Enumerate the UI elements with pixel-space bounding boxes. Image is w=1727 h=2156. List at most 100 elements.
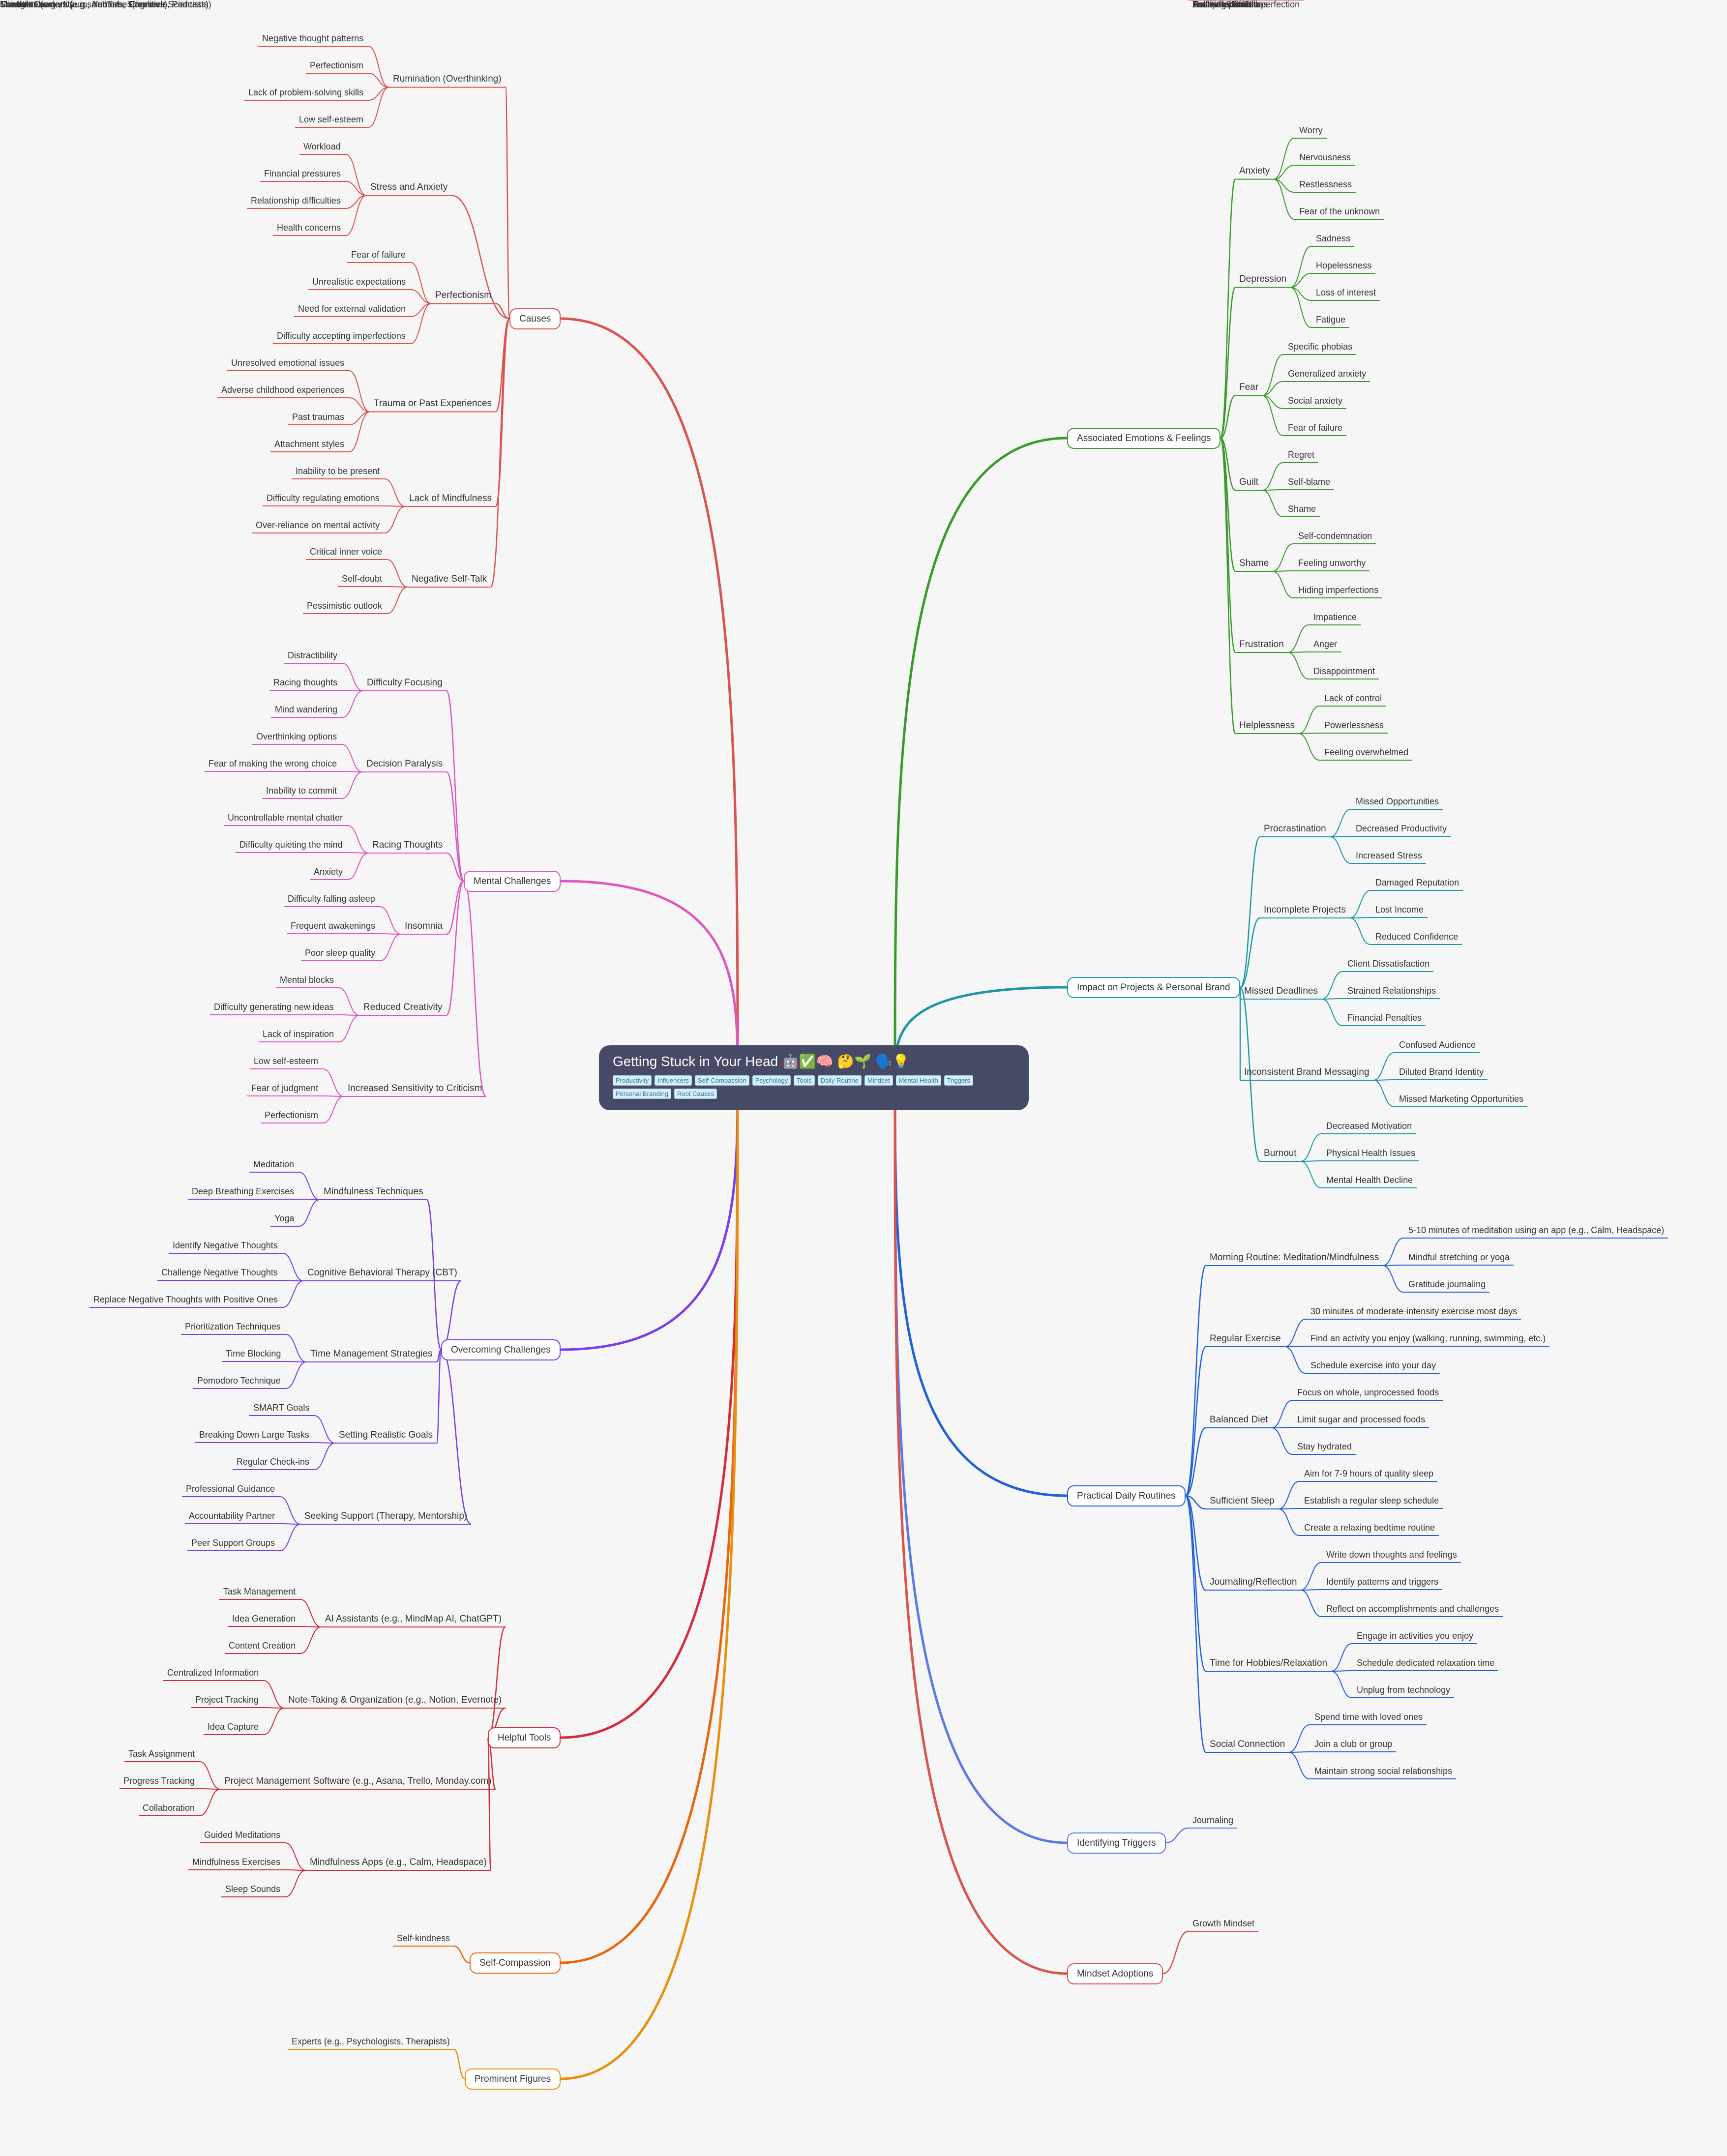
- leaf-item[interactable]: Challenge Negative Thoughts: [161, 1268, 278, 1277]
- leaf-item[interactable]: Lack of problem-solving skills: [248, 88, 364, 97]
- leaf-item[interactable]: Feeling unworthy: [1298, 558, 1366, 568]
- leaf-item[interactable]: Distractibility: [288, 650, 338, 660]
- leaf-item[interactable]: Accountability Partner: [189, 1511, 275, 1521]
- leaf-item[interactable]: Critical inner voice: [310, 547, 383, 557]
- leaf-item[interactable]: Time Blocking: [226, 1349, 281, 1359]
- leaf-item[interactable]: Social anxiety: [1288, 396, 1343, 406]
- topic-fear[interactable]: Fear: [1239, 382, 1259, 392]
- leaf-item[interactable]: Financial pressures: [264, 169, 341, 178]
- leaf-item[interactable]: Spend time with loved ones: [1314, 1712, 1423, 1722]
- leaf-item[interactable]: Reflect on accomplishments and challenge…: [1326, 1604, 1499, 1614]
- topic-burnout[interactable]: Burnout: [1264, 1148, 1297, 1158]
- leaf-item[interactable]: Gratitude Practice: [1192, 0, 1264, 9]
- leaf-item[interactable]: Anxiety: [314, 867, 343, 877]
- leaf-item[interactable]: Reduced Confidence: [1375, 932, 1459, 942]
- topic-project-management-software-e-g-asana-trello-monday-com-[interactable]: Project Management Software (e.g., Asana…: [224, 1775, 492, 1786]
- leaf-item[interactable]: Deep Breathing Exercises: [192, 1186, 295, 1196]
- leaf-item[interactable]: Centralized Information: [167, 1668, 259, 1678]
- leaf-item[interactable]: Unrealistic expectations: [312, 277, 406, 287]
- leaf-item[interactable]: Mind wandering: [275, 705, 338, 714]
- topic-difficulty-focusing[interactable]: Difficulty Focusing: [367, 677, 443, 688]
- leaf-item[interactable]: Growth Mindset: [1192, 1919, 1255, 1928]
- topic-time-for-hobbies-relaxation[interactable]: Time for Hobbies/Relaxation: [1210, 1657, 1328, 1668]
- topic-mindfulness-techniques[interactable]: Mindfulness Techniques: [324, 1186, 423, 1197]
- topic-helplessness[interactable]: Helplessness: [1239, 720, 1295, 731]
- topic-frustration[interactable]: Frustration: [1239, 639, 1284, 650]
- leaf-item[interactable]: Decreased Productivity: [1356, 824, 1447, 833]
- topic-social-connection[interactable]: Social Connection: [1210, 1739, 1285, 1749]
- root-tag[interactable]: Daily Routine: [817, 1075, 862, 1086]
- topic-morning-routine-meditation-mindfulness[interactable]: Morning Routine: Meditation/Mindfulness: [1210, 1252, 1379, 1263]
- leaf-item[interactable]: Missed Opportunities: [1356, 797, 1439, 806]
- leaf-item[interactable]: Relationship difficulties: [251, 196, 341, 206]
- leaf-item[interactable]: Lost Income: [1375, 905, 1424, 915]
- leaf-item[interactable]: Common humanity: [0, 0, 75, 9]
- leaf-item[interactable]: Frequent awakenings: [291, 921, 376, 931]
- leaf-item[interactable]: Negative thought patterns: [262, 33, 364, 43]
- topic-incomplete-projects[interactable]: Incomplete Projects: [1264, 904, 1346, 915]
- leaf-item[interactable]: Feeling overwhelmed: [1324, 747, 1409, 757]
- leaf-item[interactable]: Collaboration: [143, 1803, 195, 1813]
- leaf-item[interactable]: Worry: [1299, 125, 1323, 135]
- leaf-item[interactable]: Maintain strong social relationships: [1314, 1766, 1453, 1776]
- topic-setting-realistic-goals[interactable]: Setting Realistic Goals: [339, 1429, 433, 1440]
- leaf-item[interactable]: Client Dissatisfaction: [1347, 959, 1430, 969]
- leaf-item[interactable]: Low self-esteem: [299, 115, 364, 124]
- topic-shame[interactable]: Shame: [1239, 558, 1269, 568]
- leaf-item[interactable]: Replace Negative Thoughts with Positive …: [93, 1295, 278, 1304]
- leaf-item[interactable]: Inability to commit: [266, 786, 337, 796]
- leaf-item[interactable]: Strained Relationships: [1347, 986, 1436, 996]
- root-tag[interactable]: Mindset: [864, 1075, 893, 1086]
- root-tag[interactable]: Psychology: [752, 1075, 791, 1086]
- branch-mindset-adoptions[interactable]: Mindset Adoptions: [1067, 1963, 1163, 1984]
- leaf-item[interactable]: Shame: [1288, 504, 1316, 514]
- leaf-item[interactable]: Decreased Motivation: [1326, 1121, 1412, 1131]
- leaf-item[interactable]: Adverse childhood experiences: [221, 385, 345, 395]
- leaf-item[interactable]: Guided Meditations: [204, 1830, 281, 1840]
- leaf-item[interactable]: Peer Support Groups: [191, 1538, 275, 1548]
- topic-depression[interactable]: Depression: [1239, 274, 1287, 284]
- leaf-item[interactable]: Perfectionism: [265, 1110, 319, 1120]
- leaf-item[interactable]: Acceptance of Imperfection: [1192, 0, 1300, 9]
- leaf-item[interactable]: Low self-esteem: [254, 1056, 319, 1066]
- leaf-item[interactable]: Mental Health Decline: [1326, 1175, 1413, 1185]
- topic-negative-self-talk[interactable]: Negative Self-Talk: [412, 573, 487, 584]
- leaf-item[interactable]: Self-blame: [1288, 477, 1331, 487]
- leaf-item[interactable]: Over-reliance on mental activity: [256, 520, 380, 530]
- branch-associated-emotions-feelings[interactable]: Associated Emotions & Feelings: [1067, 427, 1221, 449]
- leaf-item[interactable]: Experts (e.g., Psychologists, Therapists…: [292, 2037, 450, 2046]
- leaf-item[interactable]: Mindfulness: [0, 0, 48, 9]
- root-tag[interactable]: Personal Branding: [613, 1089, 671, 1099]
- leaf-item[interactable]: Scientists (e.g., Neuroscientists, Cogni…: [0, 0, 209, 9]
- root-tag[interactable]: Triggers: [944, 1075, 973, 1086]
- topic-seeking-support-therapy-mentorship-[interactable]: Seeking Support (Therapy, Mentorship): [304, 1510, 468, 1521]
- leaf-item[interactable]: Difficulty regulating emotions: [267, 493, 380, 503]
- leaf-item[interactable]: Fear of making the wrong choice: [208, 759, 337, 768]
- leaf-item[interactable]: Specific phobias: [1288, 342, 1353, 352]
- leaf-item[interactable]: Sadness: [1316, 234, 1351, 243]
- leaf-item[interactable]: Mindfulness Exercises: [192, 1857, 281, 1867]
- leaf-item[interactable]: Overthinking options: [256, 732, 337, 741]
- leaf-item[interactable]: Workload: [303, 142, 341, 151]
- leaf-item[interactable]: Task Management: [223, 1587, 296, 1596]
- root-node[interactable]: Getting Stuck in Your Head 🤖✅🧠 🤔🌱 🗣️💡 Pr…: [599, 1045, 1029, 1110]
- leaf-item[interactable]: Anger: [1313, 639, 1338, 649]
- leaf-item[interactable]: Pessimistic outlook: [307, 601, 383, 611]
- root-tag[interactable]: Productivity: [613, 1075, 652, 1086]
- leaf-item[interactable]: Identify patterns and triggers: [1326, 1577, 1439, 1587]
- leaf-item[interactable]: Self-reflection: [1192, 0, 1247, 9]
- topic-racing-thoughts[interactable]: Racing Thoughts: [372, 839, 443, 850]
- leaf-item[interactable]: Missed Marketing Opportunities: [1399, 1094, 1524, 1104]
- topic-missed-deadlines[interactable]: Missed Deadlines: [1244, 985, 1318, 996]
- leaf-item[interactable]: Regular Check-ins: [237, 1457, 310, 1467]
- leaf-item[interactable]: SMART Goals: [253, 1403, 310, 1413]
- leaf-item[interactable]: Create a relaxing bedtime routine: [1304, 1523, 1435, 1533]
- root-tag[interactable]: Tools: [794, 1075, 815, 1086]
- leaf-item[interactable]: Identify Negative Thoughts: [173, 1240, 278, 1250]
- leaf-item[interactable]: Fear of judgment: [251, 1083, 319, 1093]
- topic-decision-paralysis[interactable]: Decision Paralysis: [366, 758, 443, 769]
- topic-perfectionism[interactable]: Perfectionism: [435, 290, 492, 300]
- leaf-item[interactable]: Project Tracking: [195, 1695, 259, 1705]
- leaf-item[interactable]: Mindful stretching or yoga: [1408, 1252, 1510, 1262]
- leaf-item[interactable]: Perfectionism: [310, 60, 364, 70]
